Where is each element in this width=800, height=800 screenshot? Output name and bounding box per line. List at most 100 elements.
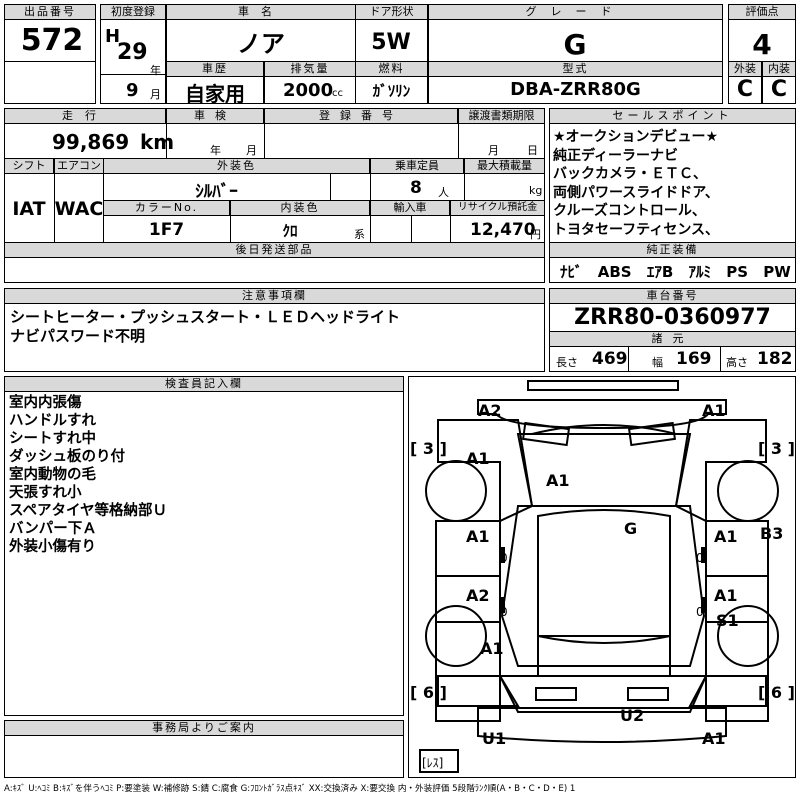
transfer-deadline-label: 譲渡書類期限 bbox=[458, 108, 545, 124]
interior-grade: C bbox=[770, 77, 788, 102]
remark-item: ハンドルすれ bbox=[9, 413, 96, 429]
history-cell bbox=[166, 76, 264, 104]
sales-point-item: クルーズコントロール、 bbox=[553, 203, 706, 220]
remark-item: 外装小傷有り bbox=[9, 539, 96, 555]
exterior-grade: C bbox=[736, 77, 754, 102]
transfer-day-unit: 日 bbox=[527, 144, 538, 157]
remark-item: 天張すれ小 bbox=[9, 485, 82, 501]
roof-outline bbox=[537, 509, 671, 644]
grade: G bbox=[563, 28, 587, 61]
damage-mark: 0 bbox=[696, 551, 704, 565]
max-load-unit: kg bbox=[529, 184, 543, 197]
equipment-list: ﾅﾋﾞ ABS ｴｱB ｱﾙﾐ PS PW bbox=[560, 261, 791, 282]
damage-mark: S1 bbox=[716, 611, 739, 630]
inspection-month-unit: 月 bbox=[246, 144, 257, 157]
equipment-item: ｱﾙﾐ bbox=[688, 263, 712, 281]
door-type-label: ドア形状 bbox=[355, 4, 428, 20]
car-name-label: 車名 bbox=[166, 4, 356, 20]
capacity-label: 乗車定員 bbox=[370, 158, 464, 174]
damage-mark: [ 6 ] bbox=[410, 683, 447, 702]
lot-number: 572 bbox=[20, 23, 84, 58]
max-load-label: 最大積載量 bbox=[464, 158, 545, 174]
damage-mark: A1 bbox=[466, 449, 490, 468]
ac: WAC bbox=[54, 198, 104, 220]
cabin-outline bbox=[500, 505, 706, 667]
interior-grade-label: 内装 bbox=[762, 61, 796, 77]
left-side-panel bbox=[435, 520, 501, 722]
damage-mark: A1 bbox=[714, 527, 738, 546]
damage-mark: A2 bbox=[478, 401, 502, 420]
inspector-label: 検査員記入欄 bbox=[4, 376, 404, 392]
specs-label: 諸元 bbox=[549, 331, 796, 347]
lot-number-label: 出品番号 bbox=[4, 4, 96, 20]
damage-mark: [ﾚｽ] bbox=[422, 756, 443, 770]
length: 469 bbox=[592, 349, 628, 369]
first-reg-cell bbox=[100, 4, 166, 104]
damage-mark: A1 bbox=[714, 586, 738, 605]
wheel-rear-left bbox=[425, 605, 487, 667]
model-label: 型式 bbox=[428, 61, 723, 77]
damage-mark: U2 bbox=[620, 706, 644, 725]
equipment-item: PS bbox=[726, 263, 749, 281]
width-label: 幅 bbox=[652, 356, 663, 369]
spare-tire-box bbox=[419, 749, 459, 773]
sales-point-item: 両側パワースライドドア、 bbox=[553, 184, 719, 201]
color-no: 1F7 bbox=[148, 220, 185, 240]
caution-text: シートヒーター・プッシュスタート・ＬＥＤヘッドライト ナビパスワード不明 bbox=[10, 308, 400, 346]
capacity: 8 bbox=[410, 178, 422, 198]
interior-color-unit: 系 bbox=[354, 228, 365, 241]
exterior-grade-cell bbox=[728, 76, 762, 104]
remark-item: シートすれ中 bbox=[9, 431, 96, 447]
exterior-color-label: 外装色 bbox=[103, 158, 370, 174]
recycle-fee: 12,470 bbox=[470, 220, 536, 240]
inspector-cell bbox=[4, 376, 404, 716]
front-bumper-bar bbox=[527, 380, 679, 391]
model: DBA-ZRR80G bbox=[510, 79, 641, 100]
transfer-month-unit: 月 bbox=[488, 144, 499, 157]
equipment-item: PW bbox=[763, 263, 791, 281]
damage-mark: 0 bbox=[696, 605, 704, 619]
rear-lamp-right bbox=[627, 687, 669, 701]
fuel: ｶﾞｿﾘﾝ bbox=[372, 82, 411, 100]
import-label: 輸入車 bbox=[370, 200, 450, 216]
front-vent-left bbox=[521, 421, 571, 447]
wheel-front-left bbox=[425, 460, 487, 522]
damage-mark: U1 bbox=[482, 729, 506, 748]
remark-item: スペアタイヤ等格納部Ｕ bbox=[9, 503, 168, 519]
lot-number-lower bbox=[4, 61, 96, 104]
office-label: 事務局よりご案内 bbox=[4, 720, 404, 736]
interior-color: ｸﾛ bbox=[282, 222, 298, 240]
chassis-label: 車台番号 bbox=[549, 288, 796, 304]
damage-mark: A1 bbox=[466, 527, 490, 546]
length-label: 長さ bbox=[556, 356, 578, 369]
year-unit: 年 bbox=[150, 64, 161, 77]
interior-grade-cell bbox=[762, 76, 796, 104]
front-bumper bbox=[477, 399, 727, 430]
height-label: 高さ bbox=[726, 356, 748, 369]
month-unit: 月 bbox=[150, 88, 161, 101]
mileage: 99,869 bbox=[52, 130, 130, 154]
first-reg-label: 初度登録 bbox=[100, 4, 166, 20]
caution-label: 注意事項欄 bbox=[4, 288, 545, 304]
damage-mark: A2 bbox=[466, 586, 490, 605]
windshield bbox=[531, 424, 677, 435]
damage-mark: [ 3 ] bbox=[410, 439, 447, 458]
later-parts-label: 後日発送部品 bbox=[4, 242, 545, 258]
remark-item: 室内動物の毛 bbox=[9, 467, 96, 483]
score: 4 bbox=[752, 28, 772, 61]
damage-mark: 0 bbox=[500, 605, 508, 619]
displacement-unit: cc bbox=[332, 88, 343, 99]
mileage-label: 走行 bbox=[4, 108, 166, 124]
width: 169 bbox=[676, 349, 712, 369]
damage-mark: A1 bbox=[546, 471, 570, 490]
equipment-label: 純正装備 bbox=[549, 242, 796, 258]
equipment-item: ABS bbox=[597, 263, 632, 281]
registration-label: 登録番号 bbox=[264, 108, 458, 124]
shift: IAT bbox=[12, 198, 46, 220]
damage-mark: G bbox=[624, 519, 637, 538]
exterior-grade-label: 外装 bbox=[728, 61, 762, 77]
damage-mark: 0 bbox=[500, 551, 508, 565]
inspection-label: 車検 bbox=[166, 108, 264, 124]
inspection-year-unit: 年 bbox=[210, 144, 221, 157]
damage-mark: [ 3 ] bbox=[758, 439, 795, 458]
